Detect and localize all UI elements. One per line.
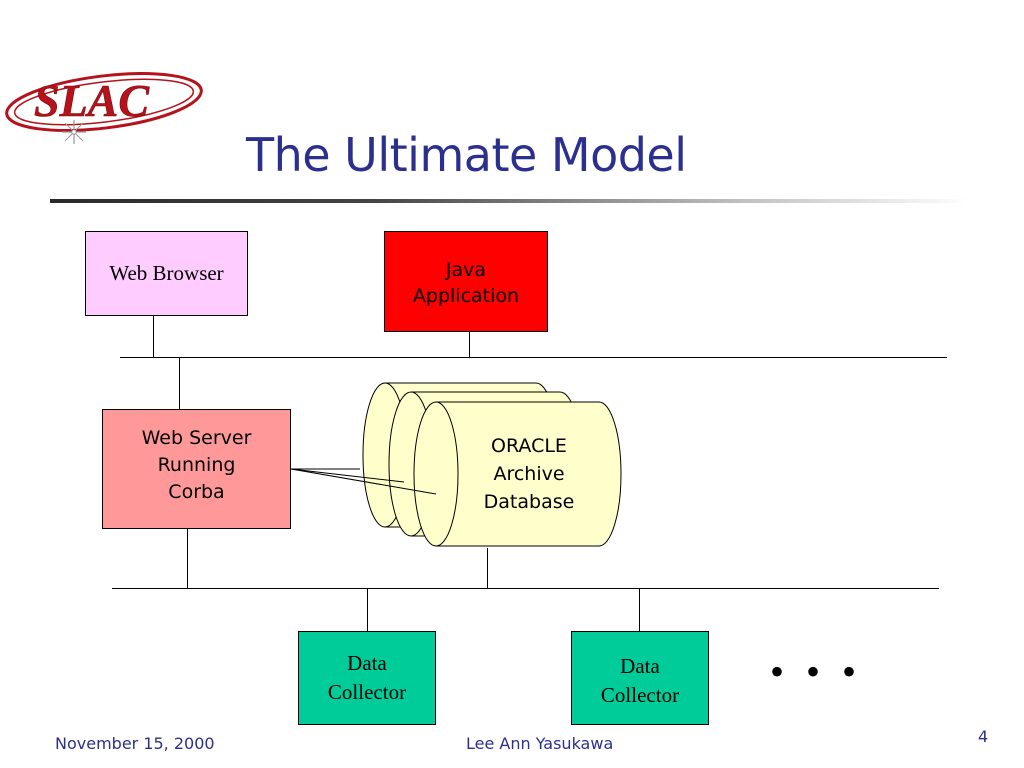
logo-orbit-outer bbox=[5, 72, 203, 132]
connector-bottom-line-to-collector-1 bbox=[367, 588, 368, 631]
oracle-database-label: ORACLE Archive Database bbox=[483, 435, 575, 513]
connector-webserver-to-bottom-line bbox=[187, 528, 188, 588]
link-webserver-to-db-3 bbox=[290, 468, 437, 495]
footer-author: Lee Ann Yasukawa bbox=[466, 734, 614, 753]
logo-star-icon bbox=[62, 120, 86, 144]
java-application-box: Java Application bbox=[384, 231, 548, 332]
database-cylinder-front bbox=[413, 401, 622, 547]
bottom-network-line bbox=[112, 588, 939, 589]
title-underline bbox=[50, 199, 970, 203]
footer-date: November 15, 2000 bbox=[55, 734, 215, 753]
logo-text: SLAC bbox=[34, 75, 150, 126]
logo-orbit-inner bbox=[13, 78, 195, 126]
data-collector-label-1: Data Collector bbox=[327, 651, 407, 704]
connector-browser-to-top-line bbox=[153, 316, 154, 357]
web-browser-box: Web Browser bbox=[85, 231, 248, 316]
page-number: 4 bbox=[978, 727, 989, 746]
connector-java-to-top-line bbox=[469, 332, 470, 357]
link-webserver-to-db-2 bbox=[290, 468, 405, 483]
connector-bottom-line-to-collector-2 bbox=[639, 588, 640, 631]
web-server-label: Web Server Running Corba bbox=[141, 427, 252, 503]
web-server-box: Web Server Running Corba bbox=[102, 409, 291, 529]
connector-database-to-bottom-line bbox=[487, 548, 488, 588]
connector-top-line-to-webserver bbox=[179, 357, 180, 409]
data-collector-box-1: Data Collector bbox=[298, 631, 436, 725]
web-browser-label: Web Browser bbox=[109, 261, 224, 285]
java-application-label: Java Application bbox=[412, 259, 520, 307]
slide-title: The Ultimate Model bbox=[246, 128, 687, 182]
data-collector-label-2: Data Collector bbox=[600, 654, 680, 707]
data-collector-box-2: Data Collector bbox=[571, 631, 709, 725]
more-collectors-ellipsis: • • • bbox=[770, 649, 863, 694]
slac-logo: SLAC bbox=[5, 72, 203, 144]
top-network-line bbox=[120, 357, 947, 358]
